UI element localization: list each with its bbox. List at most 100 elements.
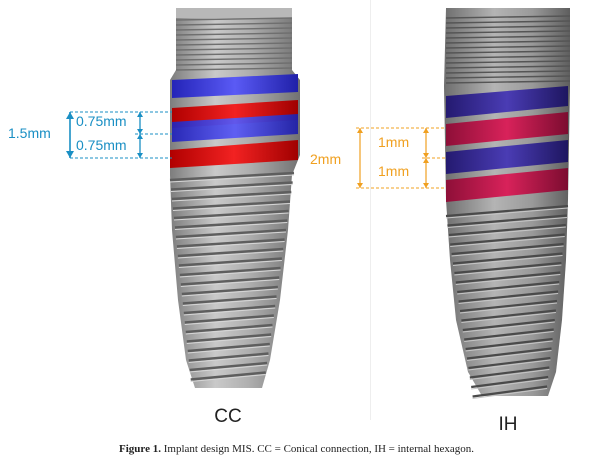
thread-ridge <box>462 318 555 332</box>
cc-threads <box>169 171 295 382</box>
thread-ridge <box>184 314 274 324</box>
caption-text: Implant design MIS. CC = Conical connect… <box>160 443 474 455</box>
thread-highlight <box>178 260 282 268</box>
thread-ridge <box>187 342 270 353</box>
thread-groove <box>445 45 571 49</box>
thread-highlight <box>182 298 277 306</box>
thread-groove <box>445 40 571 44</box>
thread-highlight <box>445 207 569 219</box>
thread-groove <box>445 25 571 29</box>
thread-ridge <box>174 219 288 229</box>
thread-highlight <box>169 174 295 183</box>
thread-ridge <box>183 304 276 315</box>
thread-highlight <box>454 264 562 276</box>
thread-highlight <box>461 312 556 323</box>
ih-red-thread-lower <box>446 168 568 202</box>
thread-highlight <box>451 245 564 257</box>
thread-ridge <box>171 190 292 201</box>
thread-highlight <box>186 336 272 344</box>
thread-ridge <box>178 257 282 267</box>
thread-highlight <box>183 307 276 316</box>
thread-highlight <box>464 331 554 342</box>
thread-ridge <box>170 181 293 191</box>
thread-ridge <box>450 233 565 246</box>
thread-groove <box>445 15 571 19</box>
thread-highlight <box>190 374 266 382</box>
thread-highlight <box>468 359 551 371</box>
thread-ridge <box>465 337 553 351</box>
thread-highlight <box>471 378 549 390</box>
thread-groove <box>175 37 293 41</box>
thread-highlight <box>184 317 274 325</box>
thread-groove <box>445 55 571 59</box>
thread-highlight <box>176 241 285 249</box>
cc-lower-dimension: 0.75mm <box>76 137 127 153</box>
thread-groove <box>175 62 293 66</box>
thread-groove <box>445 30 571 34</box>
thread-highlight <box>171 193 292 202</box>
thread-groove <box>175 32 293 36</box>
thread-groove <box>445 60 571 64</box>
cc-collar <box>176 8 292 18</box>
ih-dimension-annotation <box>370 127 446 189</box>
thread-highlight <box>447 217 567 228</box>
ih-red-thread-upper <box>446 112 568 146</box>
thread-highlight <box>181 288 278 297</box>
thread-highlight <box>457 283 560 295</box>
thread-ridge <box>469 366 550 379</box>
cc-label: CC <box>214 406 241 427</box>
caption-label: Figure 1. <box>119 443 161 455</box>
thread-highlight <box>175 231 286 240</box>
cc-total-dimension: 1.5mm <box>8 125 51 141</box>
ih-top-grooves <box>445 15 571 84</box>
panel-divider <box>370 0 371 420</box>
thread-groove <box>445 20 571 24</box>
thread-highlight <box>185 326 273 335</box>
ih-blue-thread-lower <box>446 140 568 174</box>
thread-groove <box>445 65 571 69</box>
thread-highlight <box>452 255 563 266</box>
thread-groove <box>445 75 571 79</box>
thread-groove <box>175 57 293 61</box>
thread-ridge <box>447 214 567 227</box>
thread-ridge <box>445 204 569 218</box>
thread-groove <box>445 70 571 74</box>
thread-ridge <box>189 361 268 372</box>
thread-ridge <box>172 200 291 210</box>
thread-ridge <box>459 299 558 313</box>
thread-groove <box>175 42 293 46</box>
thread-ridge <box>464 328 554 341</box>
thread-highlight <box>458 293 559 304</box>
thread-ridge <box>180 276 280 286</box>
cc-blue-thread-upper <box>172 74 298 98</box>
thread-ridge <box>458 290 559 303</box>
thread-highlight <box>172 203 290 211</box>
thread-groove <box>175 47 293 51</box>
thread-highlight <box>462 321 555 333</box>
thread-ridge <box>190 371 266 381</box>
thread-highlight <box>466 350 552 361</box>
thread-groove <box>445 50 571 54</box>
thread-highlight <box>189 364 268 373</box>
thread-groove <box>175 67 293 71</box>
ih-total-annotation: 2mm <box>310 127 370 189</box>
thread-ridge <box>181 285 278 296</box>
thread-ridge <box>175 228 287 239</box>
thread-highlight <box>173 212 289 221</box>
thread-ridge <box>169 171 295 182</box>
ih-implant-panel: 1mm 1mm IH <box>370 8 571 435</box>
cc-dimension-annotation <box>66 111 172 159</box>
thread-ridge <box>176 238 285 248</box>
thread-ridge <box>466 347 552 360</box>
thread-ridge <box>457 280 560 294</box>
thread-ridge <box>461 309 557 322</box>
thread-ridge <box>472 385 548 398</box>
thread-highlight <box>187 345 270 354</box>
cc-implant-panel: 1.5mm 0.75mm 0.75mm CC <box>8 8 300 427</box>
thread-highlight <box>459 302 558 314</box>
thread-groove <box>445 35 571 39</box>
cc-red-thread-lower <box>170 140 298 168</box>
thread-ridge <box>452 252 563 265</box>
cc-upper-dimension: 0.75mm <box>76 113 127 129</box>
